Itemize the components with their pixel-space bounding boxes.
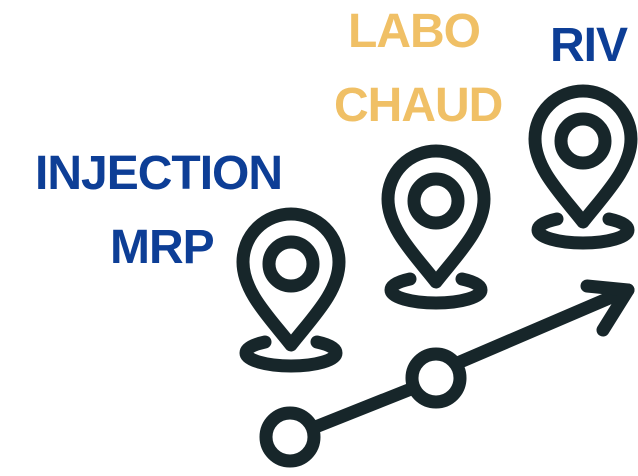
map-pin-icon [381,144,491,310]
labo-label-line2: CHAUD [334,79,503,132]
labo-label-line1: LABO [348,5,481,58]
injection-label-line1: INJECTION [35,147,283,200]
progress-node-middle [405,347,467,409]
injection-label-line2: MRP [110,221,215,274]
progress-node-start [259,406,321,468]
map-pin-icon [528,84,638,250]
map-pin-icon [236,207,346,373]
progress-arrow-icon [259,279,635,468]
riv-label: RIV [550,19,628,72]
